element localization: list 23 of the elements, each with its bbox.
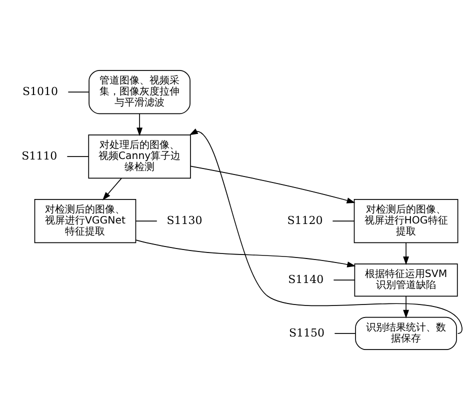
arrow xyxy=(102,178,122,200)
arrow xyxy=(189,128,462,334)
arrow xyxy=(136,113,143,136)
node-box: 管道图像、视频采集，图像灰度拉伸与平滑滤波 xyxy=(88,70,190,114)
connector xyxy=(332,220,355,222)
connector xyxy=(334,333,356,334)
node-box: 对检测后的图像、视屏进行VGGNet特征提取 xyxy=(34,198,136,244)
node-text: S1010 xyxy=(22,84,58,98)
node-text: S1130 xyxy=(166,214,202,227)
arrow xyxy=(403,242,410,266)
node-box: 根据特征运用SVM识别管道缺陷 xyxy=(354,263,458,297)
arrow xyxy=(403,296,410,318)
arrow xyxy=(190,166,356,204)
node-text: S1150 xyxy=(288,326,325,340)
arrow xyxy=(136,240,356,268)
node-box: 对处理后的图像、视频Canny算子边缘检测 xyxy=(88,134,191,179)
node-text: S1140 xyxy=(288,272,324,286)
connector xyxy=(66,156,89,157)
node-text: S1110 xyxy=(22,149,58,162)
node-text: S1120 xyxy=(287,214,323,227)
node-box: 对检测后的图像、视屏进行HOG特征提取 xyxy=(354,198,458,244)
node-box: 识别结果统计、数据保存 xyxy=(355,316,457,350)
connector xyxy=(136,220,158,222)
